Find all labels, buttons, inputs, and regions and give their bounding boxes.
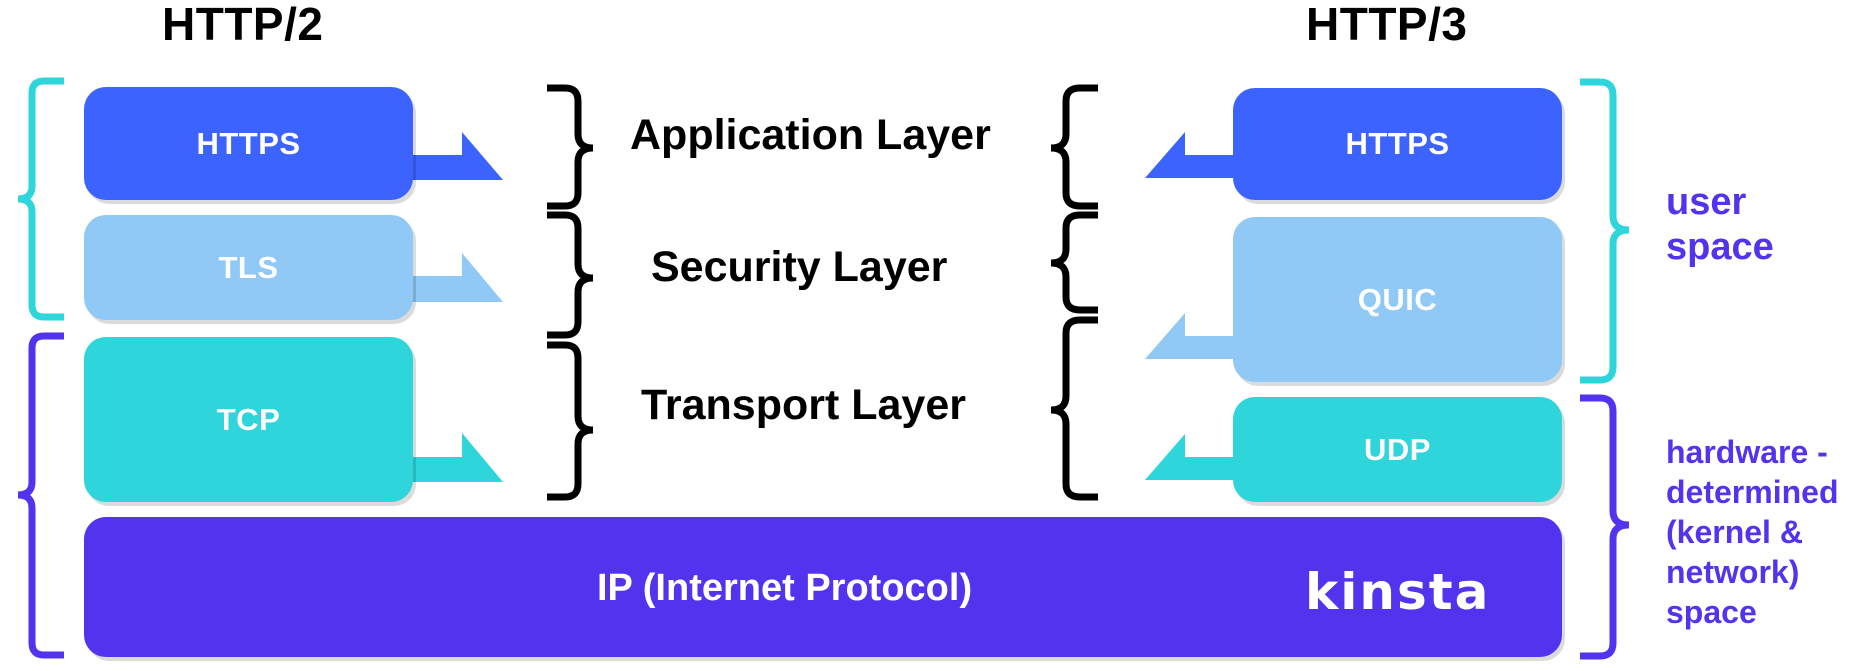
http3-https-label: HTTPS — [1345, 126, 1450, 161]
layer-braces-right-icon — [1050, 84, 1098, 501]
http2-tcp-box: TCP — [84, 337, 413, 502]
security-layer-label: Security Layer — [651, 243, 948, 291]
http3-quic-box: QUIC — [1233, 217, 1562, 382]
http3-arrows — [1145, 132, 1234, 480]
arrow-left-icon — [1145, 434, 1234, 480]
ip-layer-box — [84, 517, 1562, 657]
http3-udp-box: UDP — [1233, 397, 1562, 502]
http2-tls-box: TLS — [84, 215, 413, 320]
http3-title: HTTP/3 — [1306, 0, 1468, 50]
application-layer-label: Application Layer — [630, 111, 991, 159]
transport-layer-label: Transport Layer — [641, 381, 966, 429]
http3-https-box: HTTPS — [1233, 88, 1562, 200]
user-space-bracket-left-icon — [17, 77, 64, 321]
http2-title: HTTP/2 — [162, 0, 324, 50]
http2-tls-label: TLS — [218, 249, 279, 285]
ip-layer-label: IP (Internet Protocol) — [597, 567, 973, 609]
http2-arrows — [412, 132, 503, 482]
hardware-space-label: hardware - determined (kernel & network)… — [1666, 434, 1839, 630]
arrow-right-icon — [412, 253, 503, 302]
http2-https-box: HTTPS — [84, 87, 413, 200]
user-space-brace-right-icon — [1580, 78, 1630, 384]
http3-quic-label: QUIC — [1357, 281, 1438, 317]
layer-braces-left-icon — [547, 84, 594, 501]
hardware-space-bracket-left-icon — [17, 332, 64, 659]
http2-https-label: HTTPS — [196, 125, 301, 161]
http2-tcp-label: TCP — [216, 401, 281, 437]
hardware-space-brace-right-icon — [1580, 394, 1630, 660]
http3-udp-label: UDP — [1364, 431, 1431, 467]
arrow-right-icon — [412, 132, 503, 180]
user-space-label: user space — [1666, 181, 1774, 268]
arrow-right-icon — [412, 433, 503, 482]
arrow-left-icon — [1145, 313, 1234, 359]
kinsta-logo: KINSTA — [1305, 563, 1491, 621]
arrow-left-icon — [1145, 132, 1234, 178]
